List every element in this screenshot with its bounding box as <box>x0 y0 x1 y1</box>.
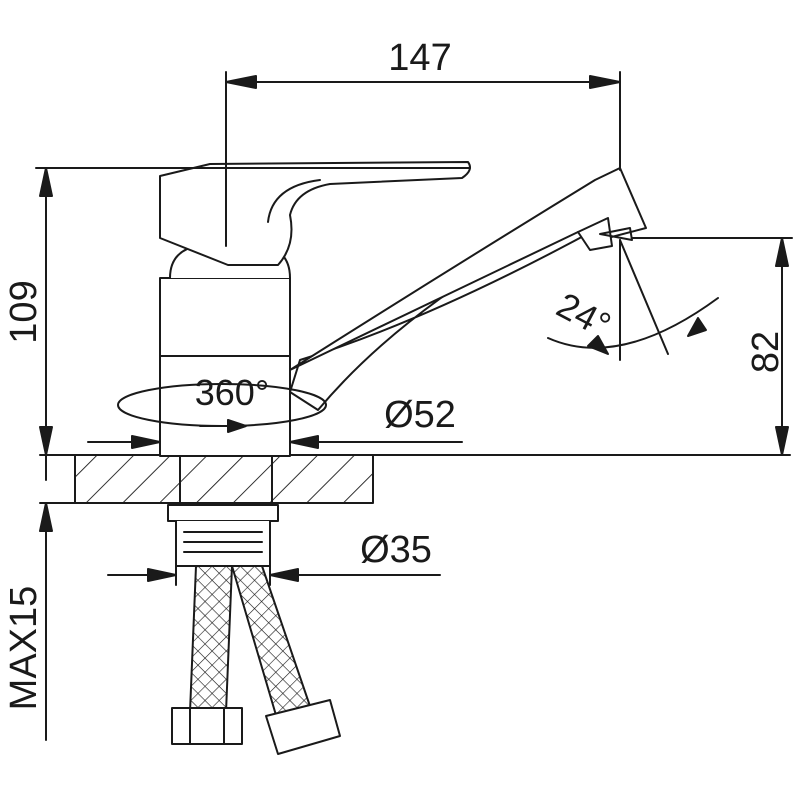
dim-total-height <box>35 167 471 456</box>
dim-spout-reach <box>225 71 621 247</box>
dim-base-diameter <box>87 435 463 449</box>
label-spout-reach: 147 <box>388 37 451 79</box>
label-total-height: 109 <box>3 280 45 343</box>
mounting-nut <box>167 504 279 567</box>
dim-outlet-height <box>631 237 793 456</box>
label-outlet-height: 82 <box>745 331 787 373</box>
rotation-indicator <box>117 383 327 433</box>
label-base-diameter: Ø52 <box>384 394 456 436</box>
countertop-section <box>39 454 791 504</box>
label-thread-diameter: Ø35 <box>360 529 432 571</box>
spray-angle-indicator <box>547 239 719 361</box>
faucet-handle <box>159 161 471 266</box>
label-max-thickness: MAX15 <box>3 586 45 711</box>
label-spray-angle: 24° <box>550 284 617 346</box>
dim-max-thickness <box>39 454 53 741</box>
flex-hoses <box>171 565 341 755</box>
label-rotation: 360° <box>195 372 269 413</box>
faucet-spout <box>289 167 647 411</box>
dim-thread-diameter <box>107 554 441 586</box>
